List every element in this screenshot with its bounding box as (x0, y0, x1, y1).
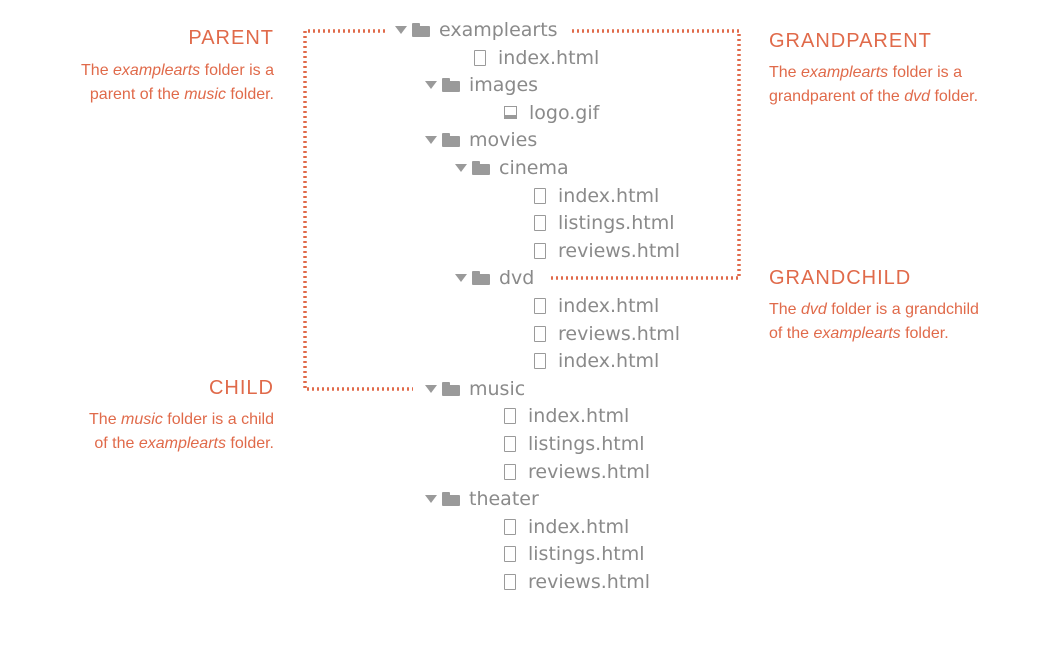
file-icon (504, 574, 516, 590)
grandchild-title: GRANDCHILD (769, 267, 912, 289)
parent-description: The examplearts folder is a parent of th… (81, 62, 274, 103)
tree-item-label: examplearts (439, 19, 558, 41)
folder-row[interactable]: cinema (455, 155, 569, 181)
folder-icon (442, 78, 460, 93)
file-icon (534, 298, 546, 314)
file-icon (504, 518, 516, 535)
chevron-down-icon[interactable] (455, 274, 467, 283)
file-icon (534, 187, 546, 204)
file-row[interactable]: index.html (504, 514, 629, 540)
file-row[interactable]: listings.html (504, 431, 645, 457)
chevron-down-icon[interactable] (425, 81, 437, 90)
file-row[interactable]: index.html (534, 183, 659, 209)
file-row[interactable]: index.html (534, 293, 659, 319)
tree-item-label: index.html (558, 184, 660, 207)
grandchild-description: The dvd folder is a grandchild of the ex… (769, 301, 979, 342)
tree-item-label: index.html (498, 46, 600, 69)
file-icon (534, 242, 546, 259)
folder-icon (472, 161, 490, 175)
tree-item-label: logo.gif (529, 101, 600, 124)
folder-row[interactable]: images (425, 72, 538, 98)
folder-icon (442, 492, 460, 507)
file-row[interactable]: index.html (534, 348, 659, 374)
parent-title: PARENT (188, 27, 274, 49)
tree-item-label: music (469, 377, 526, 400)
file-icon (534, 325, 546, 342)
file-icon (504, 408, 516, 425)
tree-item-label: theater (469, 488, 539, 511)
file-row[interactable]: index.html (474, 45, 599, 71)
file-row[interactable]: index.html (504, 403, 629, 429)
tree-item-label: cinema (499, 157, 569, 179)
chevron-down-icon[interactable] (425, 384, 437, 393)
tree-item-label: index.html (528, 405, 630, 428)
file-row[interactable]: logo.gif (504, 100, 599, 126)
tree-item-label: listings.html (528, 543, 645, 566)
folder-row[interactable]: dvd (455, 265, 534, 291)
tree-item-label: index.html (528, 515, 630, 538)
file-row[interactable]: reviews.html (534, 238, 680, 264)
chevron-down-icon[interactable] (395, 26, 407, 34)
chevron-down-icon[interactable] (425, 136, 437, 145)
tree-item-label: reviews.html (528, 460, 651, 483)
tree-item-label: reviews.html (558, 239, 681, 262)
file-row[interactable]: reviews.html (504, 569, 650, 595)
file-row[interactable]: reviews.html (504, 459, 650, 485)
tree-item-label: dvd (499, 267, 535, 290)
parent-child-connector (303, 29, 413, 391)
file-icon (504, 546, 516, 563)
grandparent-description: The examplearts folder is a grandparent … (769, 64, 979, 105)
image-file-icon (504, 106, 517, 120)
folder-row[interactable]: theater (425, 486, 539, 512)
file-icon (504, 436, 516, 452)
folder-icon (472, 271, 490, 286)
chevron-down-icon[interactable] (455, 164, 467, 172)
folder-icon (442, 381, 460, 396)
grandparent-title: GRANDPARENT (769, 30, 932, 52)
tree-item-label: images (469, 74, 539, 97)
tree-item-label: movies (469, 129, 538, 152)
child-description: The music folder is a child of the examp… (89, 411, 274, 452)
folder-icon (412, 23, 430, 37)
folder-icon (442, 133, 460, 148)
tree-item-label: listings.html (528, 433, 645, 455)
tree-item-label: index.html (558, 295, 660, 317)
file-icon (504, 463, 516, 480)
file-icon (474, 49, 486, 66)
folder-row[interactable]: examplearts (395, 17, 558, 43)
tree-item-label: reviews.html (558, 322, 681, 345)
file-row[interactable]: listings.html (504, 541, 645, 567)
tree-item-label: index.html (558, 350, 660, 373)
folder-row[interactable]: music (425, 376, 525, 402)
tree-item-label: listings.html (558, 212, 675, 235)
file-row[interactable]: listings.html (534, 210, 675, 236)
file-row[interactable]: reviews.html (534, 321, 680, 347)
chevron-down-icon[interactable] (425, 495, 437, 504)
file-icon (534, 353, 546, 370)
child-title: CHILD (208, 377, 274, 399)
tree-item-label: reviews.html (528, 571, 651, 593)
file-icon (534, 215, 546, 232)
grandparent-grandchild-connector (548, 29, 741, 280)
folder-row[interactable]: movies (425, 127, 537, 153)
